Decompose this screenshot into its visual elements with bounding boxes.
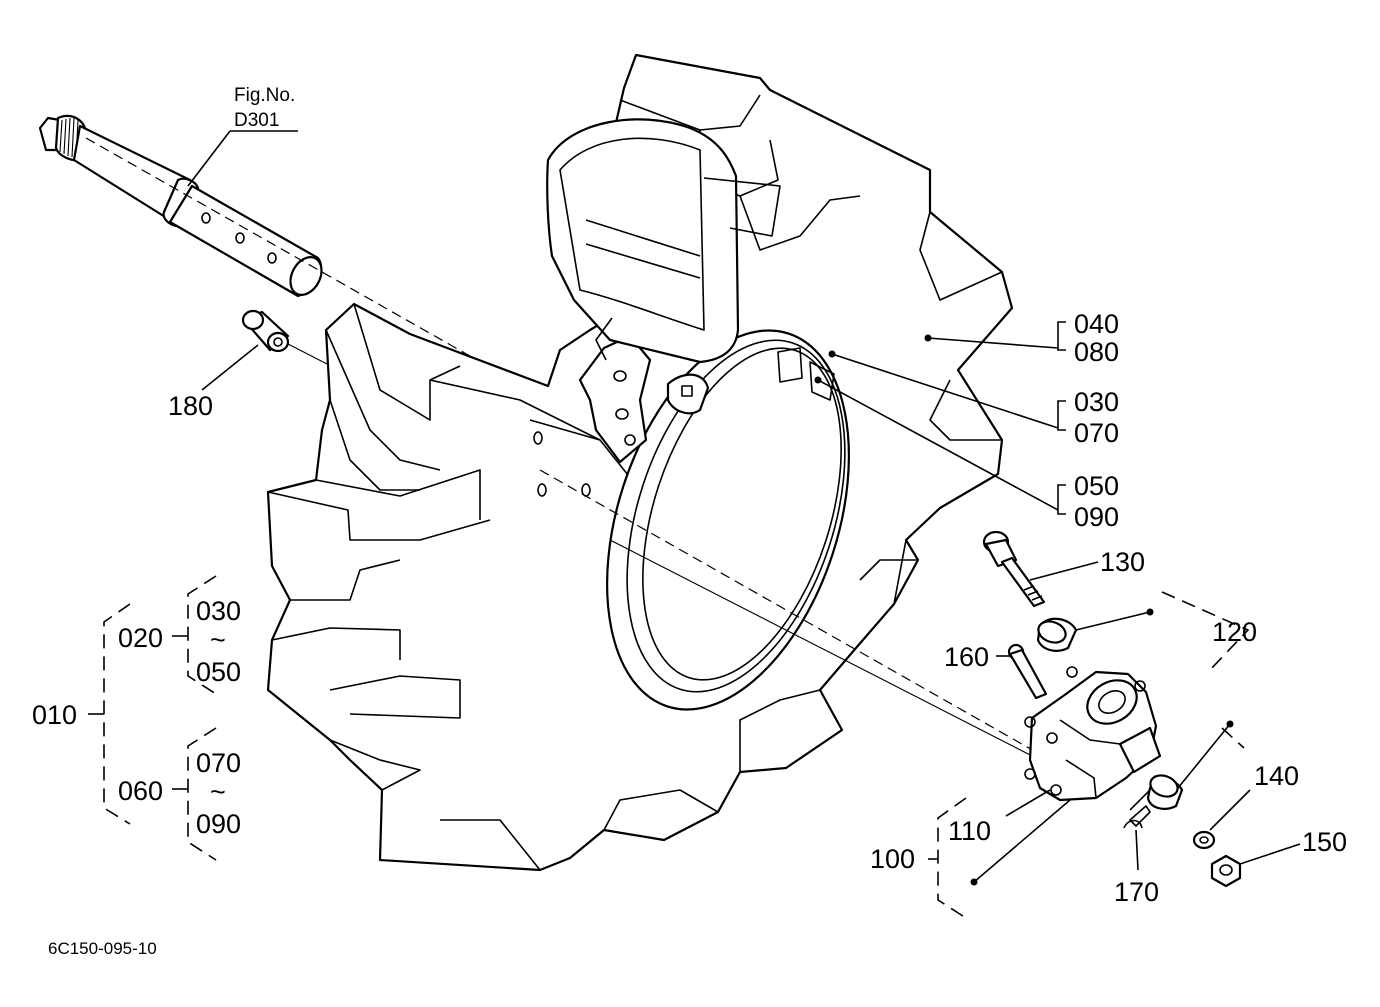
tree-020-range-mark: ~ (210, 625, 226, 655)
assembly-tree: 010 020 030 ~ 050 060 070 ~ 090 (32, 575, 241, 861)
callout-130: 130 (1100, 547, 1145, 577)
callout-050: 050 (1074, 471, 1119, 501)
hub-assembly: 120 110 (948, 591, 1257, 886)
callout-050-090: 050 090 (814, 376, 1119, 532)
callout-030: 030 (1074, 387, 1119, 417)
bolt-130: 130 (982, 530, 1145, 608)
callout-040: 040 (1074, 309, 1119, 339)
figure-reference: Fig.No. D301 (187, 85, 298, 187)
tree-group-020: 020 (118, 623, 163, 653)
callout-150: 150 (1302, 827, 1347, 857)
tree-020-from: 030 (196, 596, 241, 626)
callout-110: 110 (948, 816, 991, 846)
axle-shaft (38, 114, 721, 499)
tree-060-range-mark: ~ (210, 777, 226, 807)
drawing-code: 6C150-095-10 (48, 939, 157, 958)
callout-090: 090 (1074, 502, 1119, 532)
washer-140: 140 (1192, 761, 1299, 850)
pin-160: 160 (944, 642, 1048, 700)
wheel-assembly (266, 53, 1051, 872)
callout-170: 170 (1114, 877, 1159, 907)
tree-group-060: 060 (118, 776, 163, 806)
callout-160: 160 (944, 642, 989, 672)
nut-150: 150 (1210, 827, 1347, 888)
callout-140: 140 (1254, 761, 1299, 791)
callout-080: 080 (1074, 337, 1119, 367)
collar-180: 180 (168, 309, 701, 556)
tree-020-to: 050 (196, 657, 241, 687)
assembly-100-bracket: 100 (870, 797, 967, 919)
callout-180: 180 (168, 391, 213, 421)
cotter-pin-170: 170 (1114, 789, 1159, 907)
fig-number: D301 (234, 110, 279, 131)
callout-030-070: 030 070 (828, 350, 1119, 448)
tree-root-010: 010 (32, 700, 77, 730)
callout-070: 070 (1074, 418, 1119, 448)
tree-060-from: 070 (196, 748, 241, 778)
tree-060-to: 090 (196, 809, 241, 839)
callout-100: 100 (870, 844, 915, 874)
callout-120: 120 (1212, 617, 1257, 647)
fig-label: Fig.No. (234, 85, 295, 106)
callout-040-080: 040 080 (924, 309, 1119, 367)
